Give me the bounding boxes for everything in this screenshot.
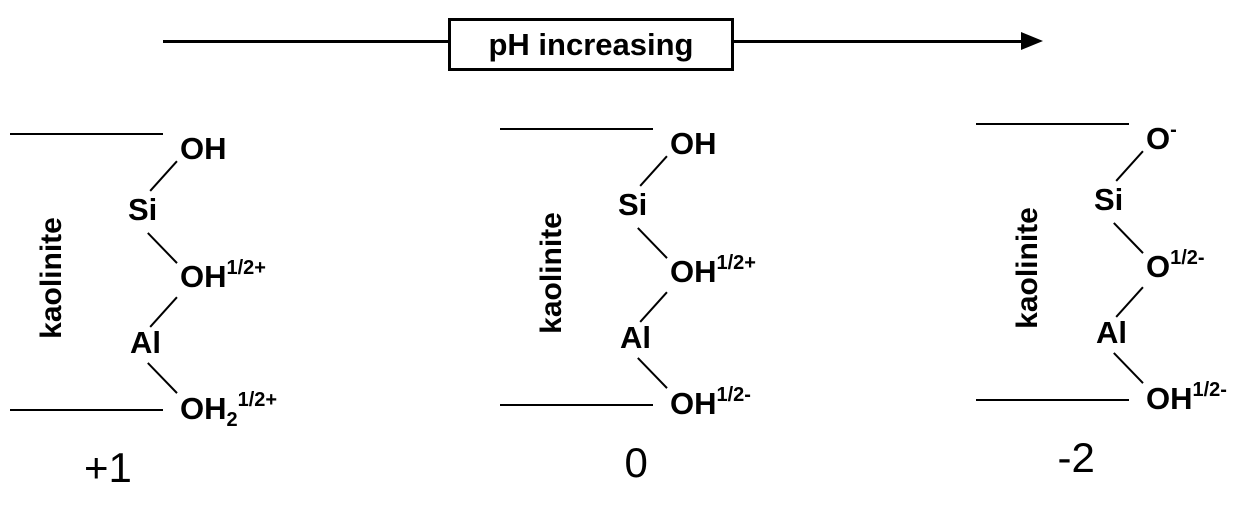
panel-1-net-charge: +1 bbox=[84, 444, 132, 491]
panel-1-bottom-group-superscript: 1/2+ bbox=[237, 389, 278, 411]
panel-1-bottom-group: OH21/2+ bbox=[180, 390, 277, 430]
panel-3-top-group-superscript: - bbox=[1170, 119, 1177, 141]
panel-1-top-group: OH bbox=[180, 133, 227, 164]
ph-increasing-label: pH increasing bbox=[448, 18, 734, 71]
panel-3-bottom-surface-line bbox=[976, 399, 1129, 401]
panel-1-mineral-label: kaolinite bbox=[34, 217, 68, 339]
panel-3-bottom-group-superscript: 1/2- bbox=[1192, 379, 1227, 401]
panel-1-bond-al-bridge bbox=[149, 296, 178, 328]
panel-1-top-surface-line bbox=[10, 133, 163, 135]
panel-2-top-group: OH bbox=[670, 128, 717, 159]
panel-2-bottom-group-superscript: 1/2- bbox=[716, 384, 751, 406]
panel-1-bottom-surface-line bbox=[10, 409, 163, 411]
panel-2-si-atom: Si bbox=[618, 187, 648, 222]
panel-2-bottom-group-base: OH bbox=[670, 386, 717, 421]
panel-2-net-charge: 0 bbox=[624, 439, 648, 486]
panel-3-bottom-group-base: OH bbox=[1146, 381, 1193, 416]
panel-2-bond-al-bottom bbox=[637, 357, 668, 389]
panel-1-bridge-group-base: OH bbox=[180, 259, 227, 294]
panel-2-bond-al-bridge bbox=[639, 291, 668, 323]
ph-arrow-head bbox=[1021, 32, 1043, 50]
panel-3-al-atom: Al bbox=[1096, 315, 1127, 350]
panel-3-top-surface-line bbox=[976, 123, 1129, 125]
panel-1-bridge-group-superscript: 1/2+ bbox=[226, 257, 266, 279]
panel-2-bond-si-top bbox=[639, 155, 668, 187]
panel-1-si-atom: Si bbox=[128, 192, 158, 227]
panel-1-top-group-base: OH bbox=[180, 131, 227, 166]
panel-2-bridge-group-superscript: 1/2+ bbox=[716, 252, 756, 274]
panel-3-mineral-label: kaolinite bbox=[1010, 207, 1044, 329]
panel-1-bottom-group-base: OH bbox=[180, 391, 227, 426]
panel-3-net-charge: -2 bbox=[1057, 434, 1095, 481]
panel-3-bond-al-bridge bbox=[1115, 286, 1144, 318]
panel-1-bond-si-bridge bbox=[147, 232, 178, 264]
panel-1-bridge-group: OH1/2+ bbox=[180, 258, 266, 294]
panel-2-bottom-surface-line bbox=[500, 404, 653, 406]
panel-3-bridge-group-base: O bbox=[1146, 249, 1171, 284]
panel-3-si-atom: Si bbox=[1094, 182, 1124, 217]
panel-3-bond-si-top bbox=[1115, 150, 1144, 182]
panel-3-bottom-group: OH1/2- bbox=[1146, 380, 1227, 416]
panel-3-bridge-group-superscript: 1/2- bbox=[1170, 247, 1205, 269]
panel-1-al-atom: Al bbox=[130, 325, 161, 360]
panel-2-bridge-group-base: OH bbox=[670, 254, 717, 289]
panel-1-bond-al-bottom bbox=[147, 362, 178, 394]
panel-2-bridge-group: OH1/2+ bbox=[670, 253, 756, 289]
panel-2-al-atom: Al bbox=[620, 320, 651, 355]
panel-3-bond-al-bottom bbox=[1113, 352, 1144, 384]
panel-3-bridge-group: O1/2- bbox=[1146, 248, 1205, 284]
panel-1-bond-si-top bbox=[149, 160, 178, 192]
panel-2-mineral-label: kaolinite bbox=[534, 212, 568, 334]
panel-2-top-group-base: OH bbox=[670, 126, 717, 161]
panel-2-bottom-group: OH1/2- bbox=[670, 385, 751, 421]
panel-1-bottom-group-subscript: 2 bbox=[226, 409, 238, 431]
panel-2-top-surface-line bbox=[500, 128, 653, 130]
panel-3-top-group-base: O bbox=[1146, 121, 1171, 156]
panel-2-bond-si-bridge bbox=[637, 227, 668, 259]
panel-3-top-group: O- bbox=[1146, 120, 1177, 156]
panel-3-bond-si-bridge bbox=[1113, 222, 1144, 254]
